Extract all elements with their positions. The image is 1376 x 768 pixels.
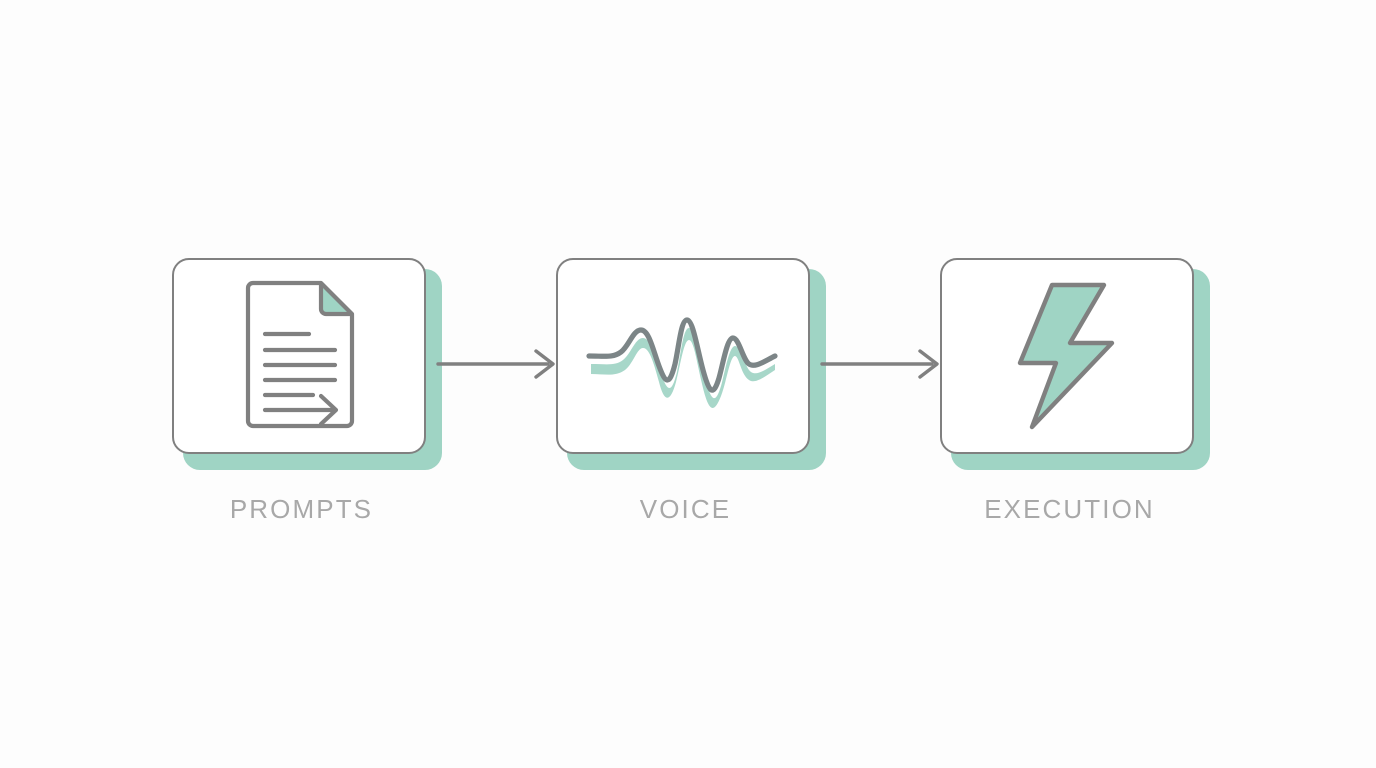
- card-wrapper-execution: [940, 258, 1210, 470]
- lightning-bolt-icon: [1017, 282, 1115, 430]
- card-prompts[interactable]: [172, 258, 426, 454]
- step-label-prompts: PROMPTS: [229, 494, 374, 524]
- card-voice[interactable]: [556, 258, 810, 454]
- flow-step-execution[interactable]: EXECUTION: [940, 258, 1210, 524]
- step-label-voice: VOICE: [639, 494, 732, 524]
- connector-prompts-to-voice: [436, 340, 560, 388]
- connector-voice-to-execution: [820, 340, 944, 388]
- document-with-lines-and-arrow-icon: [245, 280, 355, 429]
- flow-step-voice[interactable]: VOICE: [556, 258, 826, 524]
- arrow-right-icon: [436, 349, 555, 379]
- card-wrapper-prompts: [172, 258, 442, 470]
- card-wrapper-voice: [556, 258, 826, 470]
- flow-step-prompts[interactable]: PROMPTS: [172, 258, 442, 524]
- arrow-right-icon: [820, 349, 939, 379]
- audio-waveform-icon: [586, 317, 778, 408]
- step-label-execution: EXECUTION: [984, 494, 1155, 524]
- card-execution[interactable]: [940, 258, 1194, 454]
